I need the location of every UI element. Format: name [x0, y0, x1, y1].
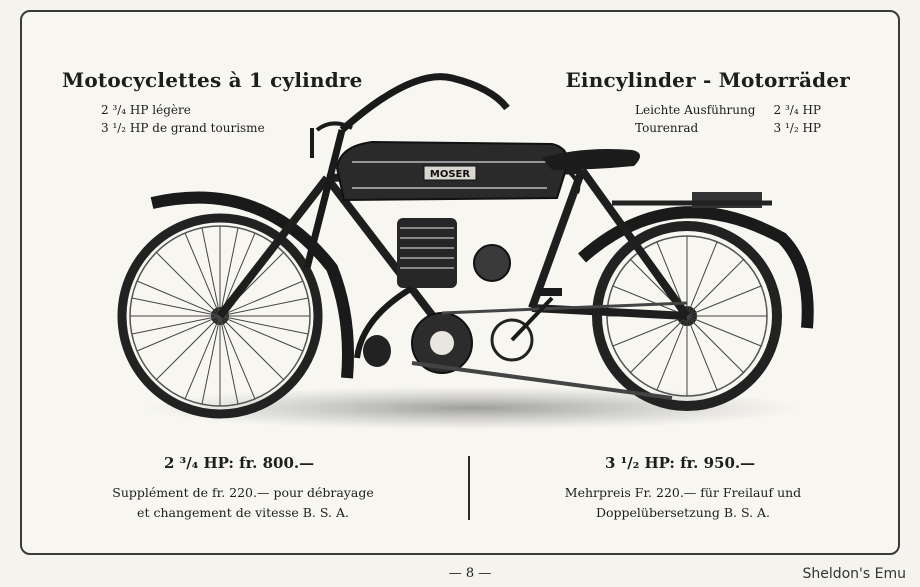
- page-frame: [20, 10, 900, 555]
- german-supplement-line2: Doppelübersetzung B. S. A.: [595, 505, 771, 520]
- front-mudguard: [150, 191, 354, 379]
- exhaust-silencer: [363, 335, 391, 367]
- pedal: [537, 288, 562, 296]
- ground-shadow: [142, 386, 802, 430]
- pedal-crank: [510, 296, 554, 342]
- french-title: Motocyclettes à 1 cylindre: [62, 68, 363, 92]
- french-supplement-line1: Supplément de fr. 220.— pour débrayage: [112, 485, 374, 500]
- luggage-box: [692, 192, 762, 208]
- french-spec-list: 2 ³/₄ HP légère 3 ¹/₂ HP de grand touris…: [101, 101, 265, 137]
- german-spec-list: Leichte Ausführung 2 ³/₄ HP Tourenrad 3 …: [635, 101, 821, 137]
- french-spec-light: 2 ³/₄ HP légère: [101, 103, 191, 117]
- front-wheel: [117, 213, 323, 419]
- engine: [397, 218, 511, 288]
- german-spec-light: Leichte Ausführung 2 ³/₄ HP: [635, 101, 821, 119]
- page-number: — 8 —: [448, 566, 492, 581]
- price-touring-model: 3 ¹/₂ HP: fr. 950.—: [605, 454, 756, 472]
- column-divider: [468, 456, 470, 520]
- fuel-tank: MOSER: [335, 140, 569, 202]
- saddle: [542, 149, 641, 170]
- french-supplement-line2: et changement de vitesse B. S. A.: [137, 505, 349, 520]
- flywheel-pulley: [430, 331, 454, 355]
- handlebar: [339, 73, 510, 133]
- upper-belt: [441, 301, 688, 315]
- german-spec-touring: Tourenrad 3 ¹/₂ HP: [635, 119, 821, 137]
- motorcycle-illustration: MOSER: [117, 73, 814, 430]
- german-title: Eincylinder - Motorräder: [565, 68, 850, 92]
- saddle-spring: [565, 168, 581, 194]
- handlebar-lever: [315, 121, 353, 132]
- german-spec-touring-label: Tourenrad: [635, 121, 699, 135]
- german-supplement-note: Mehrpreis Fr. 220.— für Freilauf und Dop…: [540, 483, 826, 523]
- front-fork: [303, 129, 346, 269]
- price-light-model: 2 ³/₄ HP: fr. 800.—: [164, 454, 315, 472]
- rear-mudguard: [578, 206, 814, 329]
- french-supplement-note: Supplément de fr. 220.— pour débrayage e…: [100, 483, 386, 523]
- german-supplement-line1: Mehrpreis Fr. 220.— für Freilauf und: [564, 485, 802, 500]
- exhaust-pipe: [354, 285, 414, 359]
- german-spec-light-value: 2 ³/₄ HP: [773, 103, 821, 117]
- pedal-sprocket: [490, 318, 534, 362]
- tank-badge: MOSER: [430, 169, 470, 180]
- drive-belt: [411, 361, 673, 400]
- watermark: Sheldon's Emu: [802, 566, 906, 582]
- german-spec-light-label: Leichte Ausführung: [635, 103, 756, 117]
- french-spec-touring: 3 ¹/₂ HP de grand tourisme: [101, 121, 265, 135]
- german-spec-touring-value: 3 ¹/₂ HP: [773, 121, 821, 135]
